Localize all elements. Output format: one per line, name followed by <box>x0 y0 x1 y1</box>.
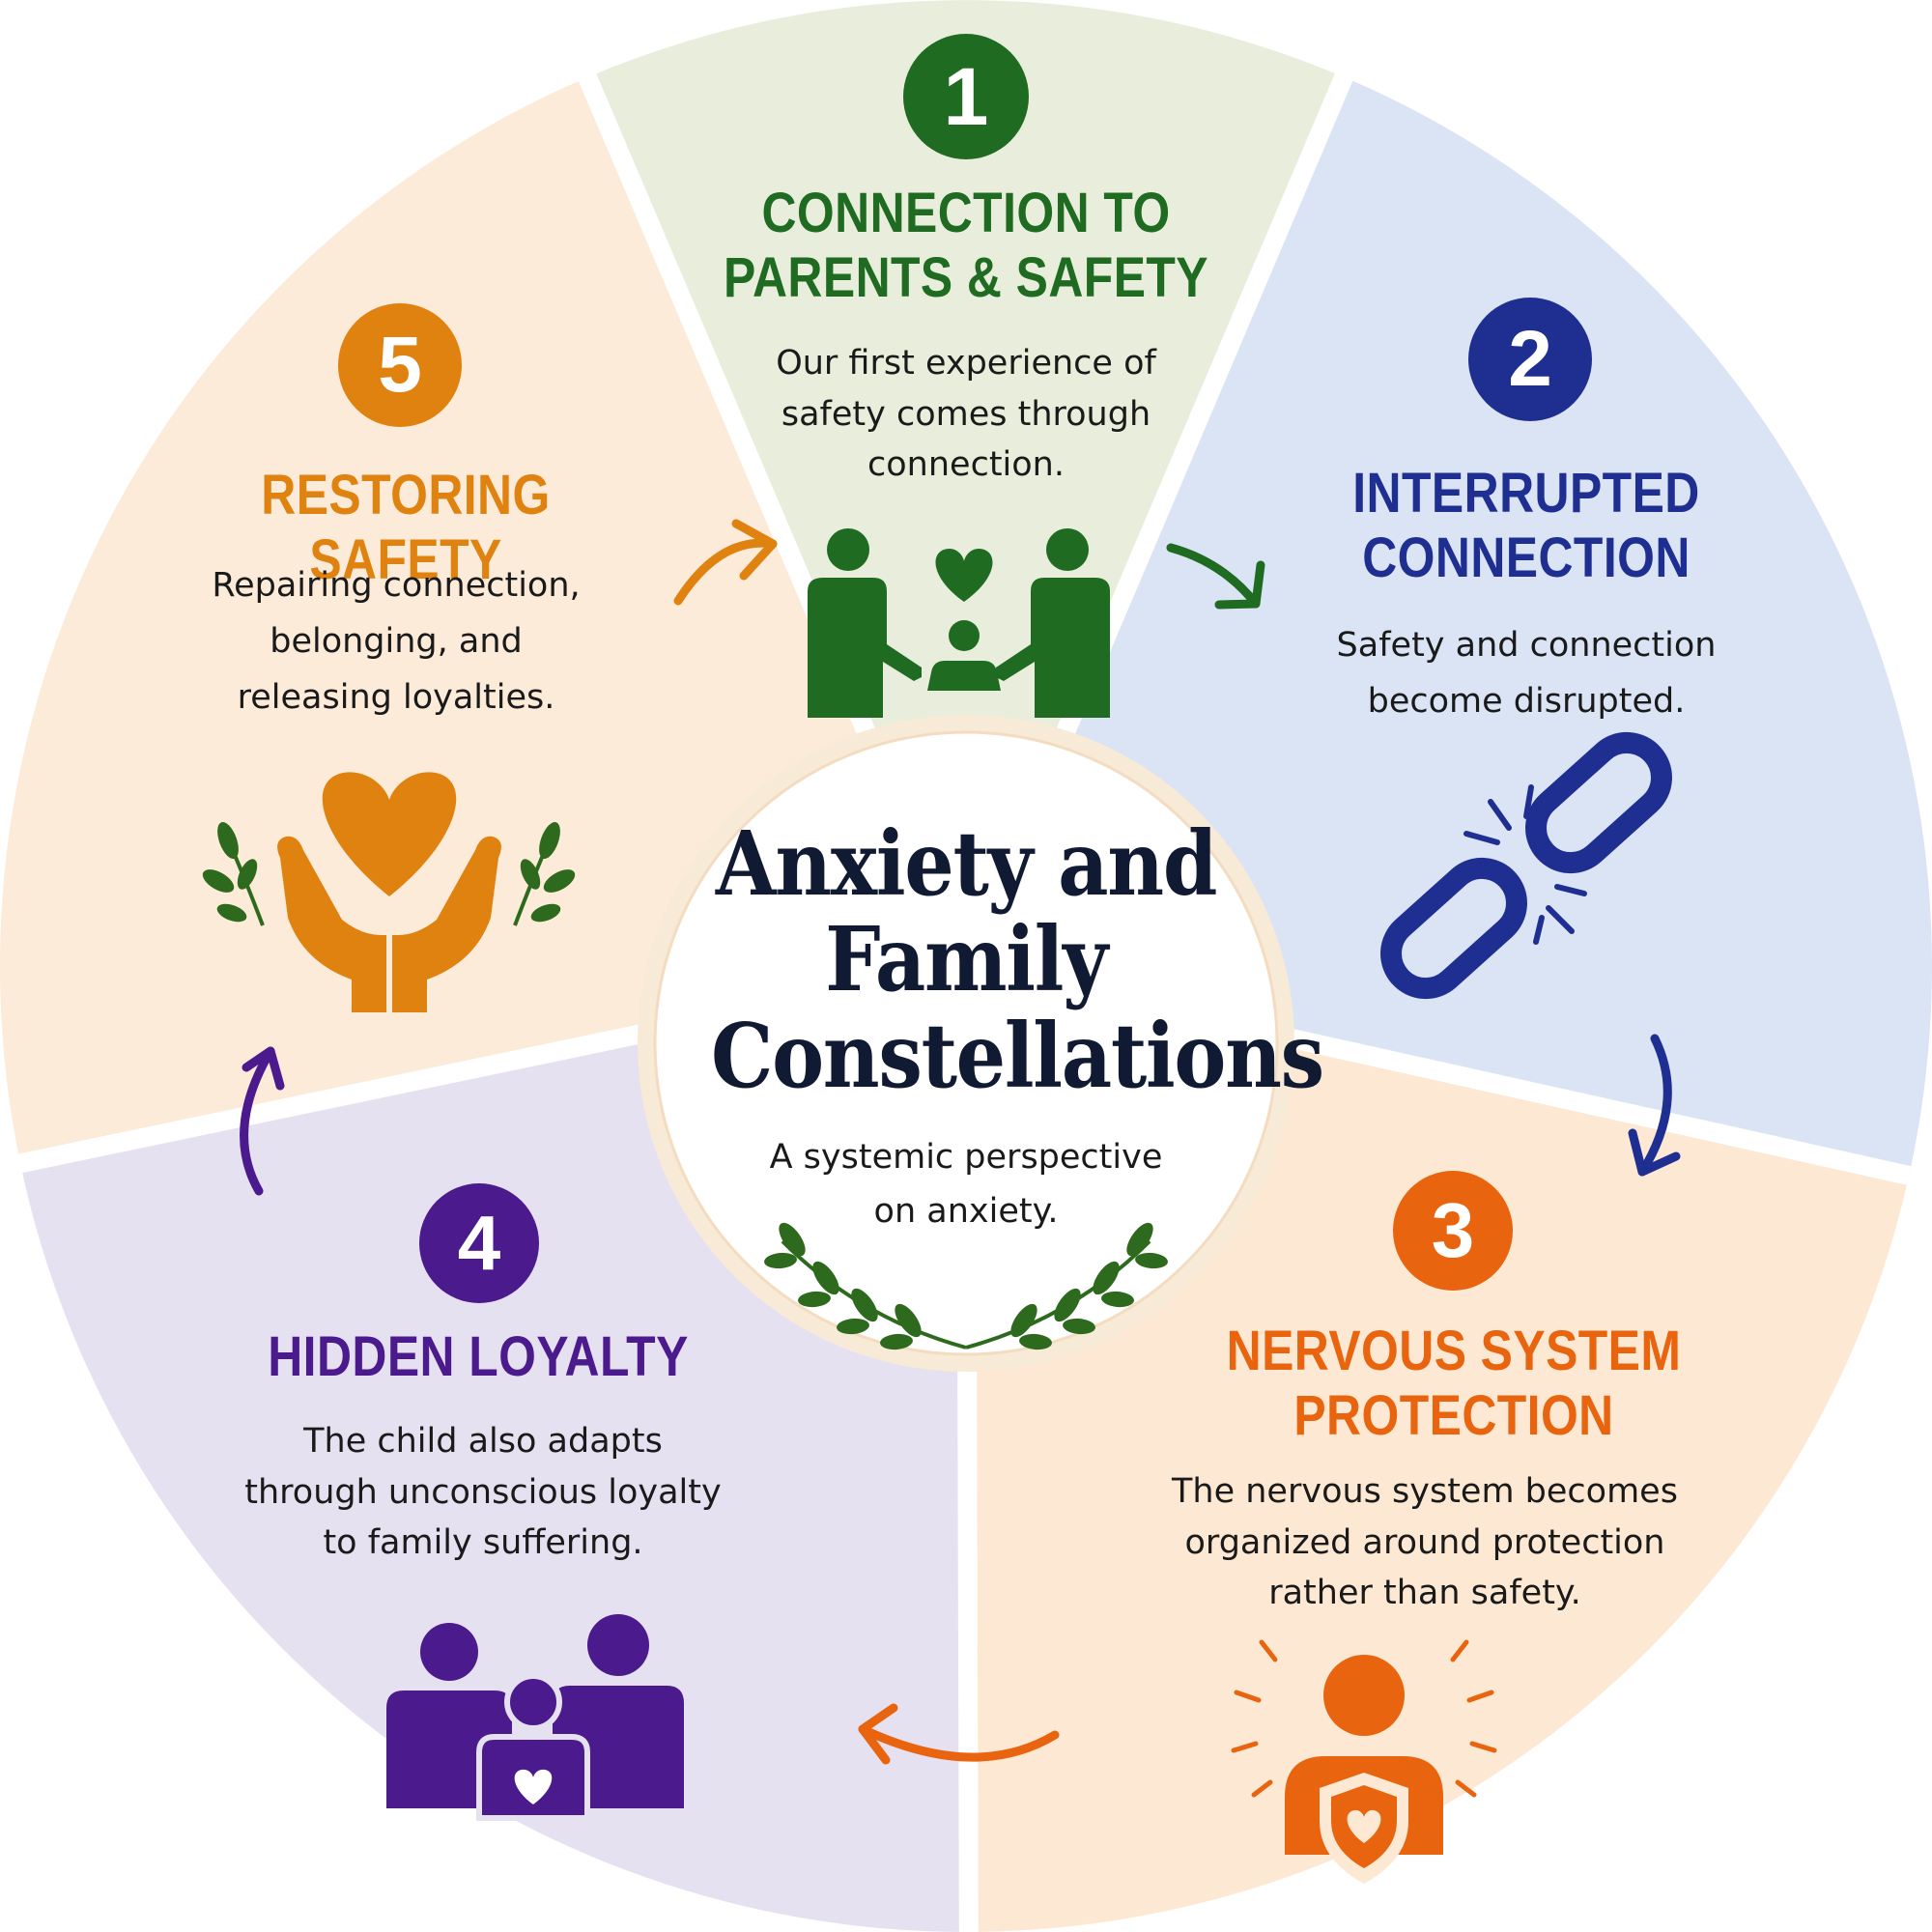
step-1-description: Our first experience of safety comes thr… <box>776 344 1156 484</box>
step-4-title: HIDDEN LOYALTY <box>268 1325 689 1388</box>
step-3-description: The nervous system becomes organized aro… <box>1172 1472 1678 1612</box>
step-4-description: The child also adapts through unconsciou… <box>244 1422 722 1562</box>
laurel-leaf <box>1019 1333 1052 1350</box>
step-4-badge: 4 <box>419 1183 539 1303</box>
laurel-leaf <box>1093 1261 1120 1295</box>
step-5-badge: 5 <box>338 303 462 427</box>
laurel-leaf <box>812 1261 839 1295</box>
laurel-leaf <box>851 1288 878 1322</box>
step-3-badge: 3 <box>1393 1171 1513 1291</box>
person-shield-icon <box>1231 1639 1497 1884</box>
laurel-leaf <box>1054 1288 1081 1322</box>
laurel-leaf <box>837 1318 869 1335</box>
arrow-2-to-3 <box>1628 1034 1681 1177</box>
step-2-description: Safety and connection become disrupted. <box>1336 626 1717 721</box>
center-subtitle: A systemic perspective on anxiety. <box>769 1138 1163 1231</box>
cycle-arrows <box>240 519 1681 1765</box>
arrow-4-to-5 <box>240 1046 285 1196</box>
laurel-leaf <box>1101 1291 1134 1308</box>
step-1-title: CONNECTION TO PARENTS & SAFETY <box>723 182 1209 309</box>
laurel-leaf <box>798 1291 831 1308</box>
laurel-icon <box>764 1222 1168 1350</box>
laurel-leaf <box>1063 1318 1095 1335</box>
laurel-leaf <box>1010 1303 1037 1338</box>
step-5-description: Repairing connection, belonging, and rel… <box>212 566 581 717</box>
step-2-title: INTERRUPTED CONNECTION <box>1352 462 1700 589</box>
center-circle <box>653 730 1279 1356</box>
laurel-leaf <box>1126 1222 1153 1257</box>
laurel-leaf <box>1135 1252 1168 1269</box>
sector-1 <box>583 0 1349 967</box>
laurel-leaf <box>779 1222 806 1257</box>
arrow-1-to-2 <box>1166 543 1265 610</box>
arrow-5-to-1 <box>673 519 778 606</box>
center-title: Anxiety and Family Constellations <box>711 811 1324 1108</box>
parents-child-heart-icon <box>808 528 1110 718</box>
step-3-title: NERVOUS SYSTEM PROTECTION <box>1226 1320 1682 1447</box>
laurel-leaf <box>880 1333 913 1350</box>
step-2-badge: 2 <box>1468 298 1592 421</box>
family-heart-icon <box>386 1614 684 1821</box>
laurel-leaf <box>764 1252 797 1269</box>
arrow-3-to-4 <box>858 1703 1060 1765</box>
step-1-badge: 1 <box>903 34 1029 159</box>
step-5-title: RESTORING SAFETY <box>261 464 551 591</box>
laurel-leaf <box>895 1303 922 1338</box>
hands-heart-icon <box>202 772 576 1012</box>
broken-chain-icon <box>1380 731 1672 1000</box>
